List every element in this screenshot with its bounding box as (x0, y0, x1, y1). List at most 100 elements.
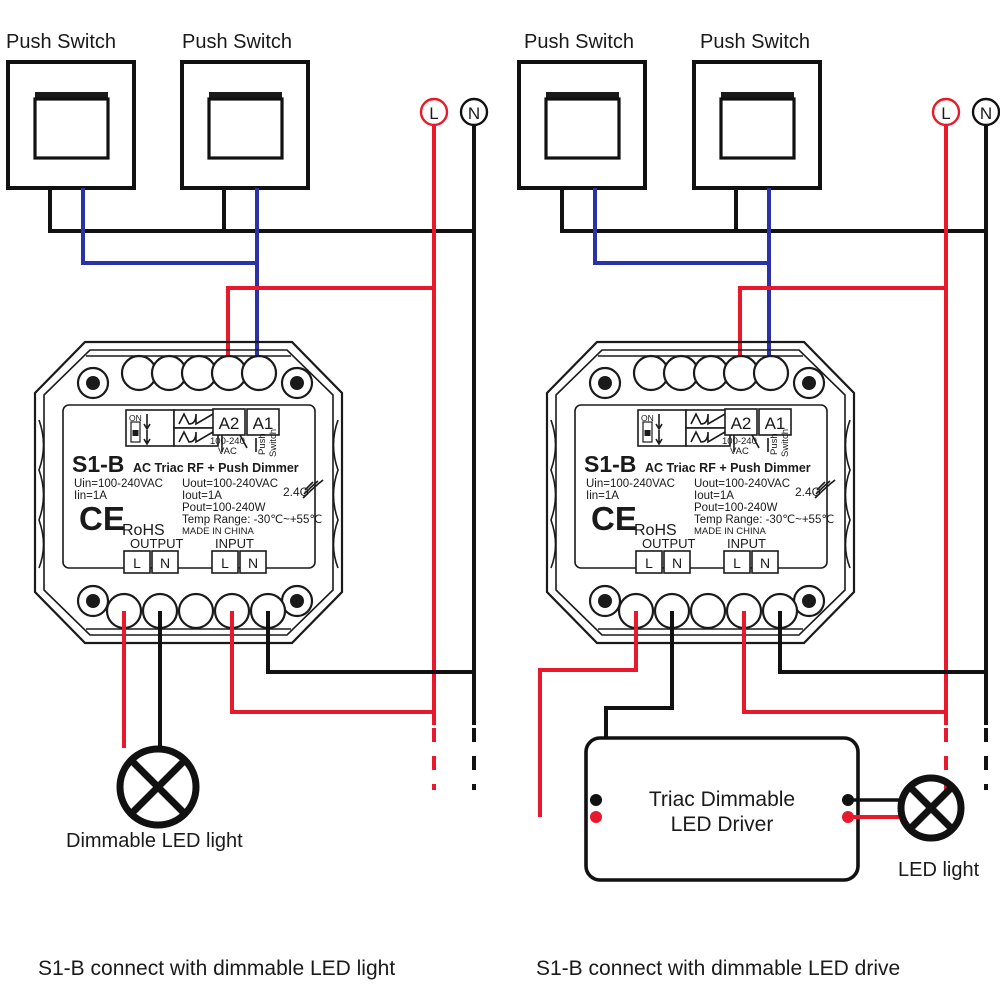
input-l-box[interactable] (211, 550, 239, 574)
spec-uout-right: Uout=100-240VAC (694, 478, 790, 490)
driver-input-live-dot (590, 811, 602, 823)
device-shell-inner-right (555, 349, 846, 636)
left-panel: Push Switch Push Switch L N (6, 31, 489, 852)
dimmer-device-left[interactable]: ON A2 A1 100-240 VAC Push (33, 340, 344, 645)
a2-terminal-label: A2 (219, 414, 240, 433)
input-n-label: N (248, 555, 258, 571)
top-terminal-hole-a1[interactable] (240, 354, 278, 392)
push-switch-1-rocker[interactable] (33, 97, 110, 160)
bottom-terminal-hole-3-right[interactable] (689, 592, 727, 630)
rf-signal-icon-right (814, 479, 836, 499)
spec-iin: Iin=1A (74, 490, 107, 502)
push-switch-4-rocker[interactable] (719, 97, 796, 160)
output-group-label-right: OUTPUT (642, 536, 696, 551)
leading-edge-wave-icon (178, 412, 214, 426)
mount-ear-bl-inner-right (598, 594, 612, 608)
dip-slider-knob[interactable] (132, 430, 139, 436)
push-switch-2[interactable]: Push Switch (180, 31, 310, 190)
a2-note-line2: VAC (218, 446, 237, 457)
dimmer-device-right[interactable]: ON A2 A1 100-240 VAC Push Swi (545, 340, 856, 645)
driver-label-line2: LED Driver (671, 813, 774, 836)
spec-uout: Uout=100-240VAC (182, 478, 278, 490)
input-l-box-right[interactable] (723, 550, 751, 574)
a1-note-line2-right: Switch (780, 429, 791, 457)
push-switch-1-topbar (35, 92, 108, 100)
output-group-label: OUTPUT (130, 536, 184, 551)
mount-ear-tl-inner (86, 376, 100, 390)
push-switch-3-label: Push Switch (524, 31, 634, 53)
top-terminal-hole-a2[interactable] (210, 354, 248, 392)
wire-input-neutral (266, 611, 474, 674)
device-left-rib (38, 419, 45, 569)
spec-iout: Iout=1A (182, 490, 222, 502)
mains-right: L N (931, 97, 1000, 790)
a2-note-line1: 100-240 (210, 436, 245, 447)
output-n-label-right: N (672, 555, 682, 571)
a2-leader-lines (221, 434, 248, 452)
wire-switch1-signal (81, 188, 257, 265)
a2-note-line1-right: 100-240 (722, 436, 757, 447)
push-switch-1-label: Push Switch (6, 31, 116, 53)
top-terminal-hole-a1-right[interactable] (752, 354, 790, 392)
dimmable-led-light-label: Dimmable LED light (66, 830, 243, 852)
a2-terminal-box[interactable] (212, 408, 246, 436)
top-terminal-hole-1[interactable] (120, 354, 158, 392)
push-switch-4[interactable]: Push Switch (692, 31, 822, 190)
a1-terminal-box-right[interactable] (758, 408, 792, 436)
device-model: S1-B (72, 451, 124, 477)
push-switch-3-rocker[interactable] (544, 97, 621, 160)
top-terminal-hole-3[interactable] (180, 354, 218, 392)
wire-switch3-signal (593, 188, 769, 265)
led-lamp-right: LED light (897, 774, 980, 881)
bottom-terminal-hole-3[interactable] (177, 592, 215, 630)
push-switch-4-topbar (721, 92, 794, 100)
mount-ear-tr-inner (290, 376, 304, 390)
spec-uin: Uin=100-240VAC (74, 478, 163, 490)
output-l-box-right[interactable] (635, 550, 663, 574)
push-switch-2-topbar (209, 92, 282, 100)
output-l-box[interactable] (123, 550, 151, 574)
dip-arrow-down-right (655, 430, 663, 446)
spec-iin-right: Iin=1A (586, 490, 619, 502)
top-terminal-hole-2[interactable] (150, 354, 188, 392)
caption-right: S1-B connect with dimmable LED drive (536, 957, 900, 980)
a1-terminal-box[interactable] (246, 408, 280, 436)
ce-mark-icon-right: CE (591, 500, 637, 537)
dip-arrow-up-right (655, 414, 663, 431)
output-n-box-right[interactable] (663, 550, 691, 574)
output-n-box[interactable] (151, 550, 179, 574)
input-l-label-right: L (733, 555, 741, 571)
mount-ear-tl-inner-right (598, 376, 612, 390)
input-group-label: INPUT (215, 536, 254, 551)
lamp-cross-icon-circle (116, 745, 200, 829)
push-switch-1[interactable]: Push Switch (6, 31, 136, 190)
device-subtitle: AC Triac RF + Push Dimmer (133, 461, 299, 475)
spec-pout-right: Pout=100-240W (694, 502, 778, 514)
rf-label-right: 2.4G (795, 485, 821, 499)
push-switch-3[interactable]: Push Switch (517, 31, 647, 190)
mount-ear-tr-inner-right (802, 376, 816, 390)
input-n-box-right[interactable] (751, 550, 779, 574)
dip-slider-knob-right[interactable] (644, 430, 651, 436)
right-panel: Push Switch Push Switch L N (517, 31, 1000, 882)
live-terminal-label: L (429, 104, 438, 123)
leading-edge-wave-icon-right (690, 412, 726, 426)
dip-switch-block[interactable]: ON (125, 409, 219, 447)
push-switch-2-rocker[interactable] (207, 97, 284, 160)
spec-temp: Temp Range: -30℃~+55℃ (182, 514, 322, 526)
dip-on-label: ON (129, 413, 142, 423)
driver-box (584, 736, 860, 882)
ce-mark-icon: CE (79, 500, 125, 537)
a2-terminal-box-right[interactable] (724, 408, 758, 436)
dip-arrow-down (143, 430, 151, 446)
mount-ear-br-inner-right (802, 594, 816, 608)
output-l-label: L (133, 555, 141, 571)
input-n-box[interactable] (239, 550, 267, 574)
spec-iout-right: Iout=1A (694, 490, 734, 502)
input-n-label-right: N (760, 555, 770, 571)
a2-leader-lines-right (733, 434, 760, 452)
device-shell-inner (43, 349, 334, 636)
dip-switch-block-right[interactable]: ON (637, 409, 731, 447)
device-subtitle-right: AC Triac RF + Push Dimmer (645, 461, 811, 475)
